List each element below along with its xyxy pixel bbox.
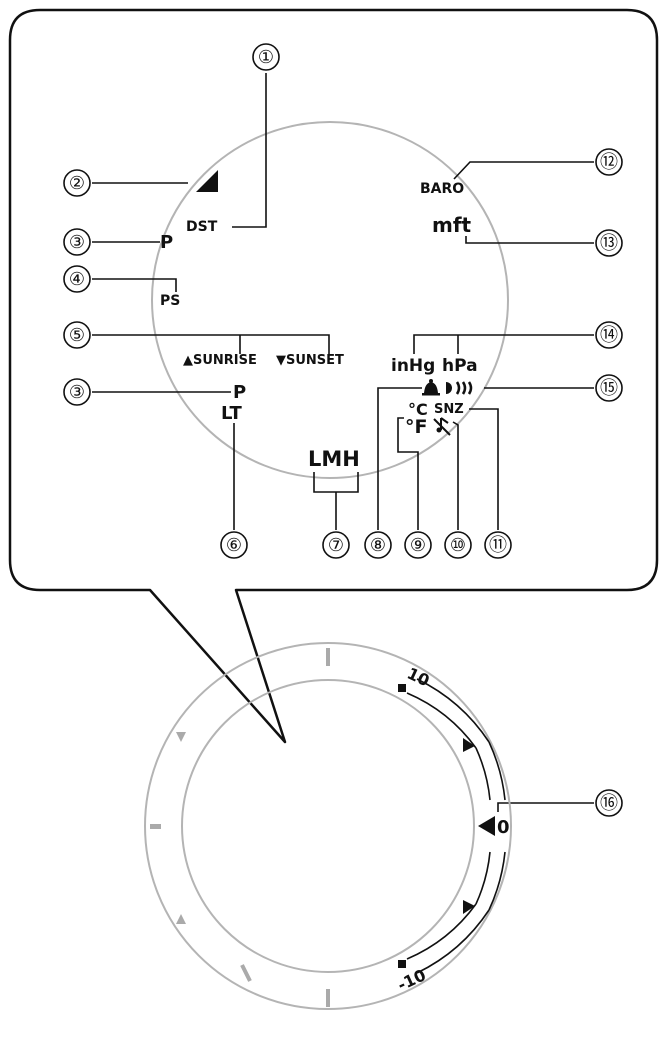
callout-12: ⑫ — [595, 148, 623, 176]
callout-3: ③ — [63, 228, 91, 256]
scale-top-label: 10 — [404, 664, 432, 691]
dst-label: DST — [186, 219, 218, 235]
callout-16: ⑯ — [595, 789, 623, 817]
display-outline — [151, 121, 509, 479]
callout-10: ⑩ — [444, 531, 472, 559]
up-triangle-icon — [463, 738, 475, 752]
svg-text:③: ③ — [69, 382, 85, 403]
scale-marker-top — [398, 684, 406, 692]
scale-bracket — [406, 678, 506, 974]
down-triangle-icon — [463, 900, 475, 914]
callout-13: ⑬ — [595, 229, 623, 257]
callout-bubble — [8, 8, 659, 744]
bezel-outer-ring — [144, 642, 512, 1010]
callout-4: ④ — [63, 265, 91, 293]
mft-label: mft — [432, 213, 472, 237]
svg-text:⑩: ⑩ — [450, 535, 466, 556]
inhg-label: inHg — [391, 356, 435, 376]
svg-text:④: ④ — [69, 269, 85, 290]
svg-text:②: ② — [69, 173, 85, 194]
callout-3b: ③ — [63, 378, 91, 406]
callout-markers: ① ② ③ ④ ⑤ ③ ⑥ ⑦ ⑧ ⑨ ⑩ ⑪ ⑫ ⑬ ⑭ ⑮ ⑯ — [63, 43, 623, 817]
baro-label: BARO — [420, 181, 464, 197]
callout-5: ⑤ — [63, 321, 91, 349]
bezel-markers — [150, 648, 330, 1007]
ps-label: PS — [160, 293, 180, 309]
vibration-icon — [446, 381, 473, 395]
celsius-label: °C — [408, 400, 428, 419]
callout-9: ⑨ — [404, 531, 432, 559]
alarm-bell-icon — [422, 379, 440, 396]
svg-text:①: ① — [258, 47, 274, 68]
svg-text:③: ③ — [69, 232, 85, 253]
fahrenheit-label: °F — [405, 416, 427, 438]
callout-11: ⑪ — [484, 531, 512, 559]
svg-text:⑪: ⑪ — [489, 535, 507, 556]
signal-triangle-icon — [196, 170, 218, 192]
svg-text:⑬: ⑬ — [600, 233, 618, 254]
scale-marker-bottom — [398, 960, 406, 968]
p-indicator-mid: P — [233, 382, 246, 403]
svg-text:⑭: ⑭ — [600, 325, 618, 346]
lt-label: LT — [221, 403, 242, 424]
snooze-mute-icon — [433, 417, 451, 436]
callout-7: ⑦ — [322, 531, 350, 559]
lmh-label: LMH — [308, 447, 360, 471]
callout-15: ⑮ — [595, 374, 623, 402]
svg-text:⑯: ⑯ — [600, 793, 618, 814]
callout-2: ② — [63, 169, 91, 197]
hpa-label: hPa — [442, 356, 478, 376]
pointer-triangle-icon — [478, 816, 495, 836]
svg-text:⑤: ⑤ — [69, 325, 85, 346]
svg-text:⑨: ⑨ — [410, 535, 426, 556]
callout-1: ① — [252, 43, 280, 71]
svg-text:⑥: ⑥ — [226, 535, 242, 556]
svg-text:⑧: ⑧ — [370, 535, 386, 556]
svg-text:⑦: ⑦ — [328, 535, 344, 556]
snz-label: SNZ — [434, 402, 464, 417]
svg-text:⑮: ⑮ — [600, 378, 618, 399]
sunrise-label: ▲SUNRISE — [183, 353, 257, 368]
callout-14: ⑭ — [595, 321, 623, 349]
callout-8: ⑧ — [364, 531, 392, 559]
callout-6: ⑥ — [220, 531, 248, 559]
scale-zero-label: 0 — [497, 817, 510, 838]
p-indicator-top: P — [160, 232, 173, 253]
svg-text:⑫: ⑫ — [600, 152, 618, 173]
sunset-label: ▼SUNSET — [276, 353, 344, 368]
leader-lines — [92, 73, 594, 812]
bezel-inner-ring — [181, 679, 475, 973]
